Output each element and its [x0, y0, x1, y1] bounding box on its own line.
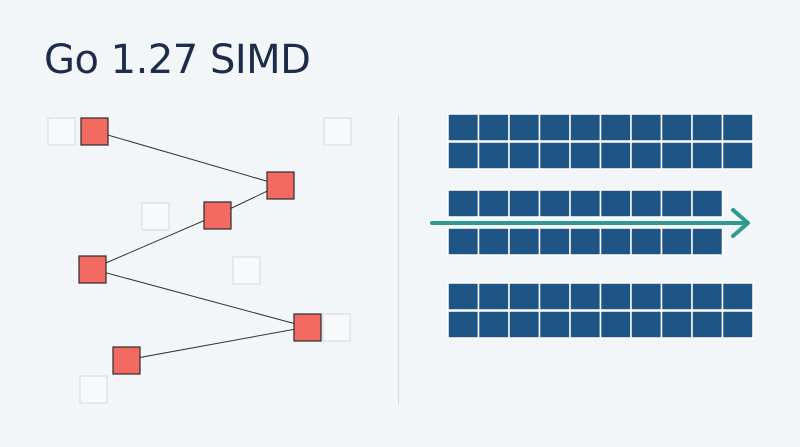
- vector-lane-cell: [477, 282, 510, 311]
- vector-lane-cell: [630, 282, 663, 311]
- vector-lane-cell: [447, 282, 480, 311]
- empty-memory-slot: [232, 256, 261, 285]
- vector-lane-cell: [447, 113, 480, 142]
- vector-lane-cell: [630, 113, 663, 142]
- vector-lane-cell: [477, 189, 510, 218]
- access-path-line: [125, 326, 308, 361]
- access-path-line: [91, 214, 218, 270]
- vector-lane-cell: [691, 310, 724, 339]
- vector-lane-cell: [630, 310, 663, 339]
- accessed-memory-slot: [293, 313, 322, 342]
- vector-lane-cell: [599, 141, 632, 170]
- slide-title: Go 1.27 SIMD: [44, 37, 311, 83]
- accessed-memory-slot: [266, 171, 295, 200]
- vector-lane-cell: [508, 189, 541, 218]
- scattered-memory-panel: [47, 117, 352, 404]
- vector-lane-cell: [477, 113, 510, 142]
- vector-lane-cell: [569, 227, 602, 256]
- vector-lane-cell: [691, 113, 724, 142]
- vector-lane-cell: [721, 141, 754, 170]
- vector-lane-cell: [508, 113, 541, 142]
- vector-lane-cell: [691, 189, 724, 218]
- vector-lane-cell: [508, 227, 541, 256]
- vector-lane-cell: [599, 113, 632, 142]
- vector-lane-cell: [508, 282, 541, 311]
- vector-lane-cell: [630, 189, 663, 218]
- empty-memory-slot: [323, 117, 352, 146]
- vector-lane-cell: [630, 227, 663, 256]
- vector-lane-cell: [508, 141, 541, 170]
- empty-memory-slot: [47, 117, 76, 146]
- vector-lane-cell: [599, 189, 632, 218]
- vector-lane-cell: [538, 227, 571, 256]
- vector-lane-cell: [691, 141, 724, 170]
- vector-lane-cell: [721, 113, 754, 142]
- accessed-memory-slot: [203, 201, 232, 230]
- vector-lane-cell: [538, 310, 571, 339]
- vector-lane-cell: [477, 227, 510, 256]
- contiguous-memory-panel: [430, 113, 754, 339]
- vector-lane-cell: [447, 310, 480, 339]
- vector-lane-cell: [569, 141, 602, 170]
- vector-lane-cell: [691, 282, 724, 311]
- empty-memory-slot: [141, 202, 170, 231]
- vector-lane-cell: [569, 113, 602, 142]
- vector-lane-cell: [599, 282, 632, 311]
- center-divider: [398, 115, 399, 405]
- vector-lane-cell: [538, 113, 571, 142]
- accessed-memory-slot: [80, 117, 109, 146]
- vector-lane-cell: [599, 227, 632, 256]
- vector-lane-cell: [508, 310, 541, 339]
- vector-lane-cell: [477, 141, 510, 170]
- vector-lane-cell: [447, 227, 480, 256]
- vector-lane-cell: [569, 189, 602, 218]
- vector-lane-cell: [660, 189, 693, 218]
- vector-lane-cell: [447, 189, 480, 218]
- vector-lane-cell: [569, 282, 602, 311]
- empty-memory-slot: [79, 375, 108, 404]
- vector-lane-cell: [660, 227, 693, 256]
- accessed-memory-slot: [112, 346, 141, 375]
- vector-lane-cell: [477, 310, 510, 339]
- right-arrow-icon: [731, 208, 750, 238]
- vector-lane-cell: [538, 189, 571, 218]
- vector-lane-cell: [538, 282, 571, 311]
- accessed-memory-slot: [78, 255, 107, 284]
- vector-lane-cell: [447, 141, 480, 170]
- access-path-line: [93, 130, 281, 186]
- vector-lane-cell: [599, 310, 632, 339]
- vector-lane-cell: [660, 310, 693, 339]
- vector-lane-cell: [721, 282, 754, 311]
- empty-memory-slot: [322, 313, 351, 342]
- vector-lane-cell: [569, 310, 602, 339]
- vector-lane-cell: [630, 141, 663, 170]
- vector-lane-cell: [660, 141, 693, 170]
- vector-lane-cell: [691, 227, 724, 256]
- vector-lane-cell: [660, 113, 693, 142]
- vector-lane-cell: [660, 282, 693, 311]
- access-path-line: [91, 268, 308, 328]
- vector-lane-cell: [721, 310, 754, 339]
- vector-lane-cell: [538, 141, 571, 170]
